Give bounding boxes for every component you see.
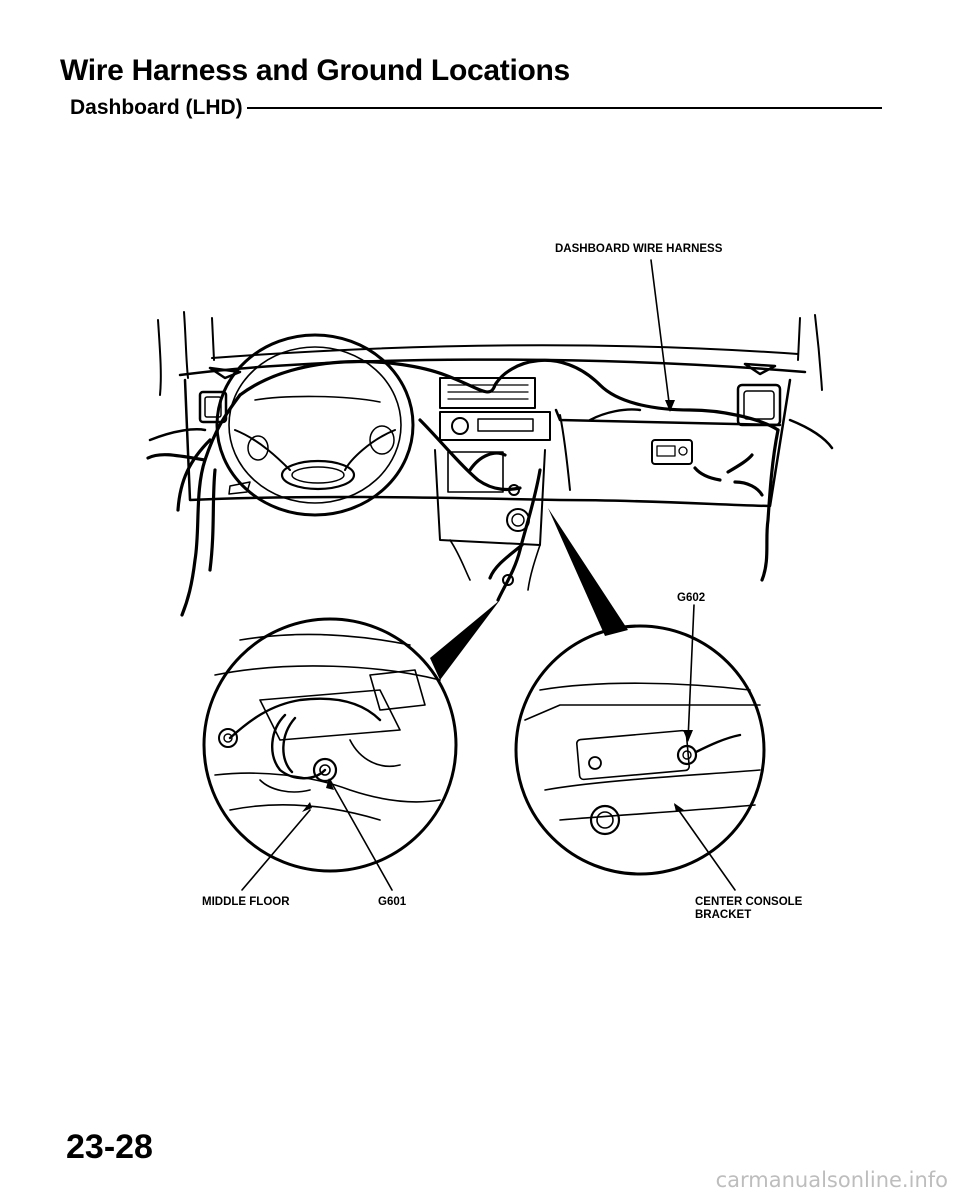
detail-circle-g602: [514, 624, 766, 876]
section-header: Dashboard (LHD): [70, 96, 882, 120]
label-dashboard-wire-harness: DASHBOARD WIRE HARNESS: [555, 243, 723, 255]
label-middle-floor: MIDDLE FLOOR: [202, 896, 290, 908]
dashboard-outline: [148, 358, 834, 508]
label-g601: G601: [378, 896, 407, 908]
windshield-pillars: [157, 311, 823, 396]
leader-dashboard-wire-harness: [650, 259, 671, 411]
page-number: 23-28: [66, 1128, 153, 1166]
magnification-pointers: [430, 508, 628, 680]
leader-arrowheads: [302, 400, 693, 812]
label-center-console-line2: BRACKET: [695, 909, 752, 921]
detail-circle-g601: [202, 617, 458, 873]
steering-wheel: [215, 333, 415, 517]
label-g602: G602: [677, 592, 706, 604]
ground-bolts-overview: [502, 484, 520, 586]
label-center-console-bracket: CENTER CONSOLE BRACKET: [695, 896, 802, 922]
label-center-console-line1: CENTER CONSOLE: [695, 896, 803, 908]
leader-center-console-bracket: [674, 804, 736, 891]
leader-g601: [329, 779, 393, 891]
leader-middle-floor: [241, 809, 311, 891]
leader-g602: [687, 604, 695, 741]
center-stack: [434, 377, 693, 591]
section-subtitle: Dashboard (LHD): [70, 96, 243, 119]
wire-harness: [146, 358, 780, 617]
page-title: Wire Harness and Ground Locations: [60, 54, 570, 87]
header-rule: [246, 107, 882, 109]
watermark: carmanualsonline.info: [715, 1168, 948, 1192]
leader-lines: [241, 259, 736, 891]
